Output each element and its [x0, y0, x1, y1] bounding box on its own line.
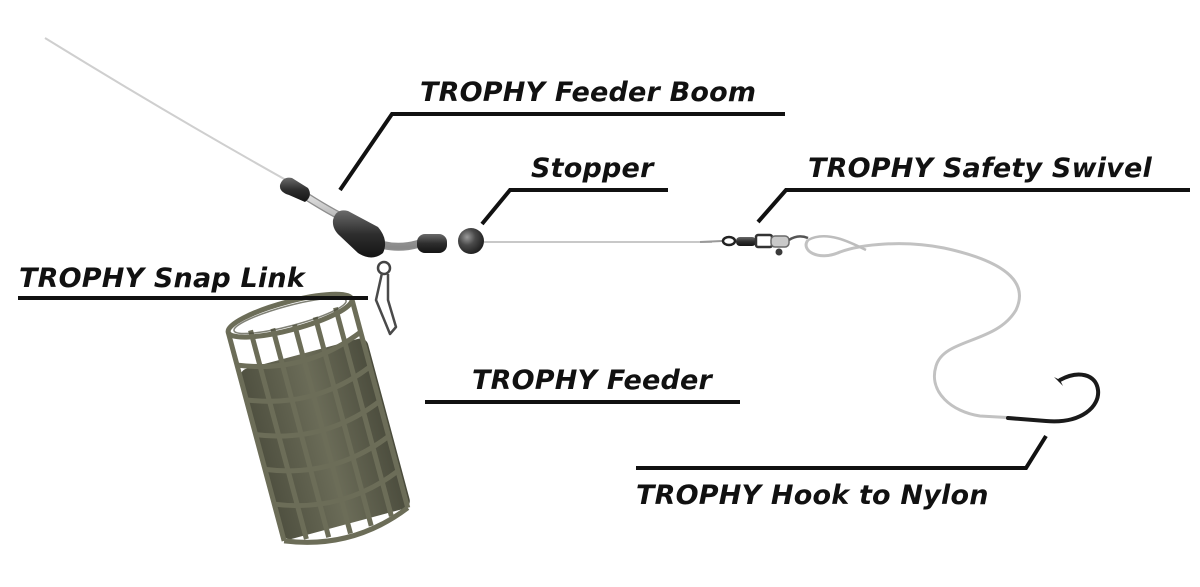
- boom-rear-sleeve: [417, 234, 447, 253]
- leader-feeder-boom: [338, 112, 785, 192]
- label-hook: TROPHY Hook to Nylon: [636, 480, 989, 511]
- snap-link: [374, 260, 398, 336]
- leader-hook: [636, 434, 1048, 470]
- hook-barb: [1054, 377, 1063, 386]
- main-line: [44, 37, 287, 181]
- label-feeder: TROPHY Feeder: [472, 365, 713, 396]
- leader-stopper: [480, 188, 668, 226]
- feeder-boom: [279, 177, 447, 258]
- hook: [1006, 372, 1101, 424]
- label-snap-link: TROPHY Snap Link: [19, 263, 305, 294]
- hook-length-loop: [807, 235, 867, 252]
- hook-length-nylon: [804, 239, 1021, 420]
- label-stopper: Stopper: [531, 153, 654, 184]
- cage-feeder: [225, 291, 411, 545]
- label-feeder-boom: TROPHY Feeder Boom: [420, 77, 757, 108]
- boom-end-sleeve: [279, 177, 310, 202]
- boom-junction-sleeve: [332, 210, 386, 258]
- leader-lines: [18, 112, 1190, 470]
- leader-safety-swivel: [756, 188, 1190, 224]
- safety-swivel: [699, 233, 809, 256]
- stopper-bead: [458, 228, 484, 254]
- label-safety-swivel: TROPHY Safety Swivel: [808, 153, 1152, 184]
